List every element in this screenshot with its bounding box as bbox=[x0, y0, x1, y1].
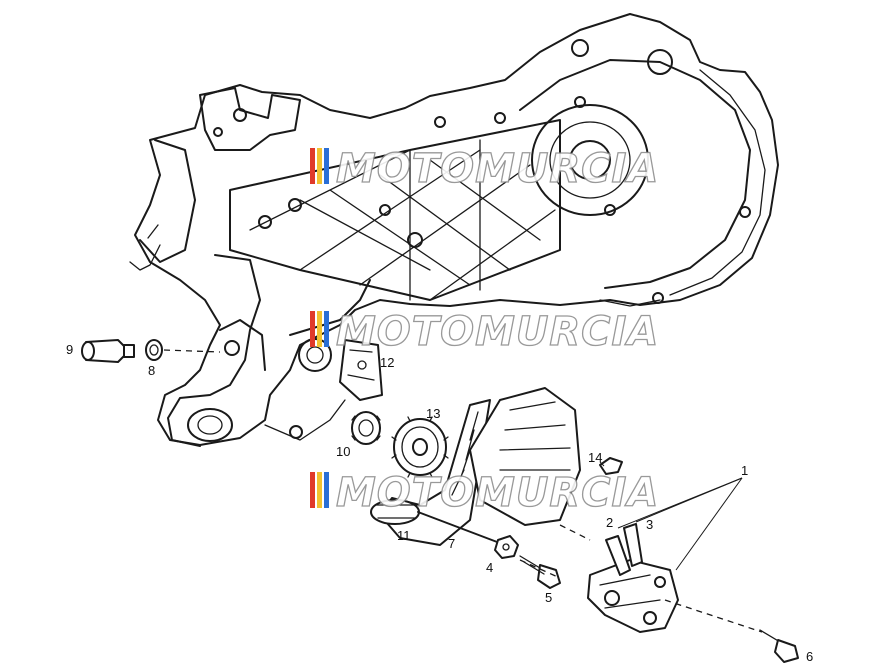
part-12-bracket bbox=[339, 339, 383, 401]
part-3-fitting bbox=[623, 523, 643, 567]
part-6-bolt bbox=[759, 629, 799, 663]
callout-4: 4 bbox=[486, 560, 493, 575]
watermark-stripe bbox=[310, 311, 315, 347]
part-13-gear bbox=[391, 416, 449, 478]
callout-5: 5 bbox=[545, 590, 552, 605]
watermark-text: MOTOMURCIA bbox=[336, 470, 659, 516]
part-5-screw bbox=[519, 555, 561, 589]
axis-line-6 bbox=[664, 599, 763, 633]
part-9-plug bbox=[81, 339, 135, 363]
callout-2: 2 bbox=[606, 515, 613, 530]
watermark-2: MOTOMURCIA bbox=[310, 308, 659, 356]
leader-lines bbox=[599, 461, 743, 571]
watermark-stripe bbox=[317, 311, 322, 347]
watermark-stripe bbox=[317, 148, 322, 184]
callout-14: 14 bbox=[588, 450, 602, 465]
callout-8: 8 bbox=[148, 363, 155, 378]
pump-cover bbox=[469, 387, 581, 526]
callout-10: 10 bbox=[336, 444, 350, 459]
watermark-stripe bbox=[324, 148, 329, 184]
callout-9: 9 bbox=[66, 342, 73, 357]
part-11-shaft-gear bbox=[370, 499, 506, 546]
callout-6: 6 bbox=[806, 649, 813, 664]
watermark-text: MOTOMURCIA bbox=[336, 146, 659, 192]
callout-7: 7 bbox=[448, 536, 455, 551]
watermark-stripe bbox=[310, 472, 315, 508]
callout-labels: 1 2 3 4 5 6 7 8 9 10 11 12 13 14 bbox=[66, 342, 813, 664]
axis-line-8-9 bbox=[163, 349, 221, 353]
callout-13: 13 bbox=[426, 406, 440, 421]
watermark-stripe bbox=[310, 148, 315, 184]
callout-12: 12 bbox=[380, 355, 394, 370]
crankcase-housing bbox=[129, 13, 779, 447]
watermark-3: MOTOMURCIA bbox=[310, 469, 659, 517]
part-2-fitting bbox=[605, 535, 631, 576]
watermark-stripe bbox=[317, 472, 322, 508]
part-14-clip bbox=[599, 457, 623, 475]
callout-1: 1 bbox=[741, 463, 748, 478]
part-1-oil-pump bbox=[587, 559, 679, 633]
callout-11: 11 bbox=[397, 528, 411, 543]
part-4-nut bbox=[494, 535, 519, 559]
watermark-stripe bbox=[324, 472, 329, 508]
watermark-1: MOTOMURCIA bbox=[310, 145, 659, 193]
watermark-stripe bbox=[324, 311, 329, 347]
part-8-washer bbox=[145, 339, 163, 361]
callout-3: 3 bbox=[646, 517, 653, 532]
part-10-sprocket bbox=[351, 411, 381, 445]
watermark-text: MOTOMURCIA bbox=[336, 309, 659, 355]
axis-line-4-5 bbox=[519, 524, 591, 579]
